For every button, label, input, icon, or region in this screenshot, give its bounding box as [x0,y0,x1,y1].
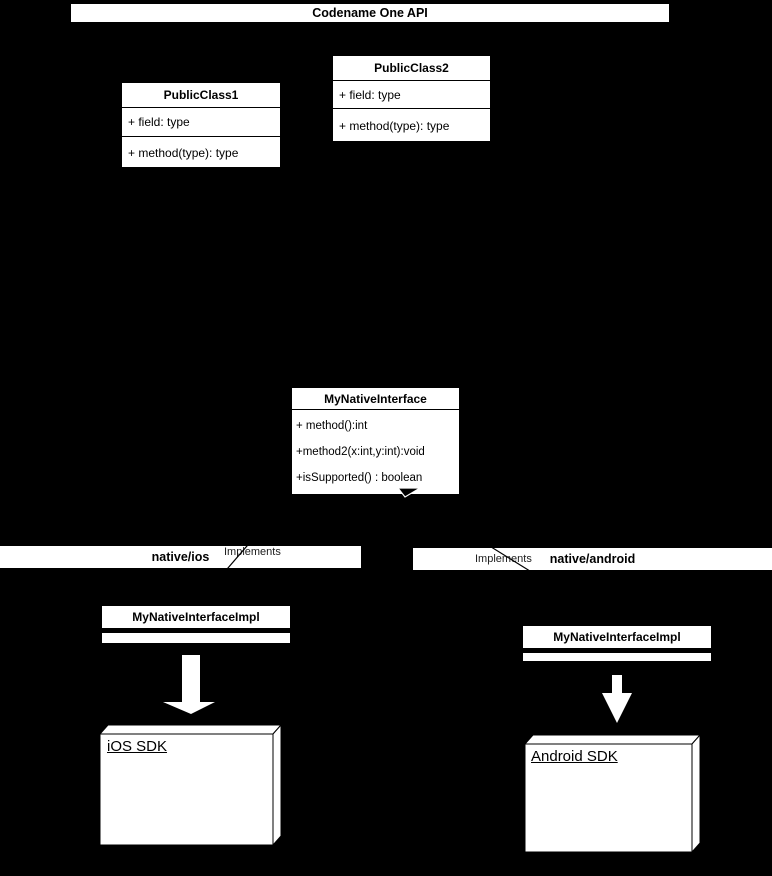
ios-sdk-label: iOS SDK [107,738,168,755]
impl-box-ios: MyNativeInterfaceImpl [101,605,291,644]
native-interface-title: MyNativeInterface [292,388,459,410]
implements-label-ios: Implements [224,546,281,558]
native-interface-method-1: + method():int [296,420,368,432]
native-interface-method-3: +isSupported() : boolean [296,472,423,484]
class-my-native-interface: MyNativeInterface + method():int +method… [291,387,460,495]
impl-box-android-divider [522,649,712,652]
class-public-class1: PublicClass1 + field: type + method(type… [121,82,281,168]
native-interface-methods: + method():int +method2(x:int,y:int):voi… [292,410,459,491]
class-public-class1-field: + field: type [122,108,280,137]
codename-one-api-bar: Codename One API [70,3,670,23]
down-arrow-android-icon [602,675,632,723]
class-public-class2-field: + field: type [333,81,490,109]
package-android-label: native/android [549,552,636,566]
class-public-class2: PublicClass2 + field: type + method(type… [332,55,491,142]
implements-label-android: Implements [475,553,532,565]
package-bar-native-android: native/android Implements [413,548,772,570]
class-public-class1-title: PublicClass1 [122,83,280,108]
impl-box-ios-body [101,632,291,644]
package-ios-label: native/ios [151,550,210,564]
impl-box-ios-title: MyNativeInterfaceImpl [101,605,291,629]
class-public-class2-method: + method(type): type [339,118,450,133]
impl-box-android-body [522,652,712,662]
api-bar-label: Codename One API [312,6,428,20]
class-public-class2-title: PublicClass2 [333,56,490,81]
down-arrow-ios-icon [163,655,215,714]
android-sdk-label: Android SDK [531,748,618,765]
impl-box-ios-divider [101,629,291,632]
impl-box-android-title: MyNativeInterfaceImpl [522,625,712,649]
class-public-class1-method: + method(type): type [128,145,239,160]
package-bar-native-ios: native/ios Implements [0,546,361,568]
native-interface-method-2: +method2(x:int,y:int):void [296,446,425,458]
impl-box-android: MyNativeInterfaceImpl [522,625,712,662]
